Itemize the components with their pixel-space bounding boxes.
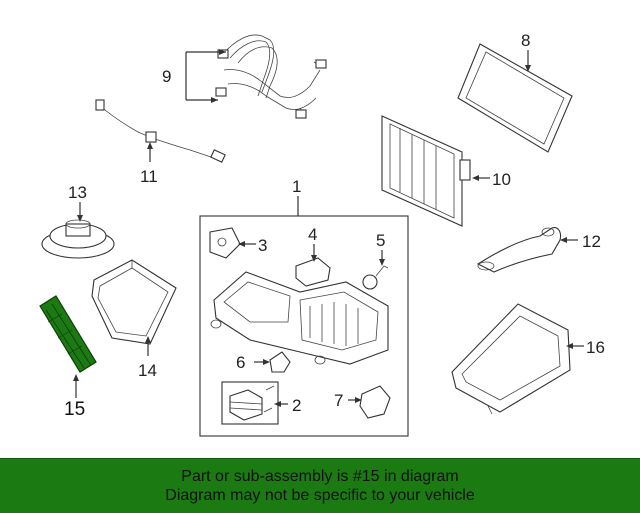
callout-3: 3 <box>258 236 267 255</box>
callout-14-arrow <box>145 336 151 343</box>
callout-6: 6 <box>236 353 245 372</box>
callout-1: 1 <box>292 177 301 196</box>
part-15-cabin-air-filter <box>39 295 97 373</box>
callout-9-leader <box>185 49 226 103</box>
callout-16-arrow <box>566 343 573 349</box>
callout-13-arrow <box>77 215 83 222</box>
callout-12: 12 <box>582 232 601 251</box>
callout-2-arrow <box>274 401 281 407</box>
part-13-blower-motor <box>41 219 115 259</box>
callout-11-arrow <box>147 142 153 149</box>
banner-line-1: Part or sub-assembly is #15 in diagram <box>181 468 459 485</box>
callout-15: 15 <box>64 399 85 420</box>
callout-11: 11 <box>140 167 158 186</box>
exploded-parts-diagram: 9 8 11 10 <box>39 31 605 437</box>
callout-10: 10 <box>492 170 511 189</box>
callout-16: 16 <box>586 338 605 357</box>
callout-7-arrow <box>355 397 362 403</box>
part-5-sensor <box>362 265 389 290</box>
callout-9: 9 <box>162 67 171 86</box>
callout-8: 8 <box>521 31 530 50</box>
info-banner: Part or sub-assembly is #15 in diagram D… <box>0 458 640 513</box>
callout-6-arrow <box>263 359 270 365</box>
callout-4: 4 <box>308 225 317 244</box>
part-16-control-module <box>451 303 571 415</box>
part-4-module <box>295 257 331 287</box>
callout-10-arrow <box>472 175 479 181</box>
callout-7: 7 <box>334 391 343 410</box>
callout-5: 5 <box>376 231 385 250</box>
part-14-filter-housing <box>91 259 177 345</box>
callout-5-arrow <box>379 259 385 266</box>
callout-2: 2 <box>292 396 301 415</box>
part-12-duct <box>476 227 562 273</box>
part-7-actuator <box>359 385 391 419</box>
banner-line-2: Diagram may not be specific to your vehi… <box>165 487 475 504</box>
callout-14: 14 <box>138 361 157 380</box>
part-3-actuator <box>209 227 241 259</box>
callout-13: 13 <box>68 183 87 202</box>
part-10-heater-core <box>381 115 471 227</box>
part-6-actuator <box>269 351 291 373</box>
part-2-resistor <box>229 385 275 421</box>
callout-15-arrow <box>73 374 79 381</box>
callout-12-arrow <box>560 237 567 243</box>
part-9-heater-hoses <box>215 34 327 119</box>
part-11-sensor <box>95 99 226 163</box>
part-8-cover <box>457 43 573 153</box>
callout-3-arrow <box>238 241 245 247</box>
callout-8-arrow <box>525 65 531 72</box>
callout-4-arrow <box>311 255 317 262</box>
part-1-hvac-case <box>210 271 389 365</box>
